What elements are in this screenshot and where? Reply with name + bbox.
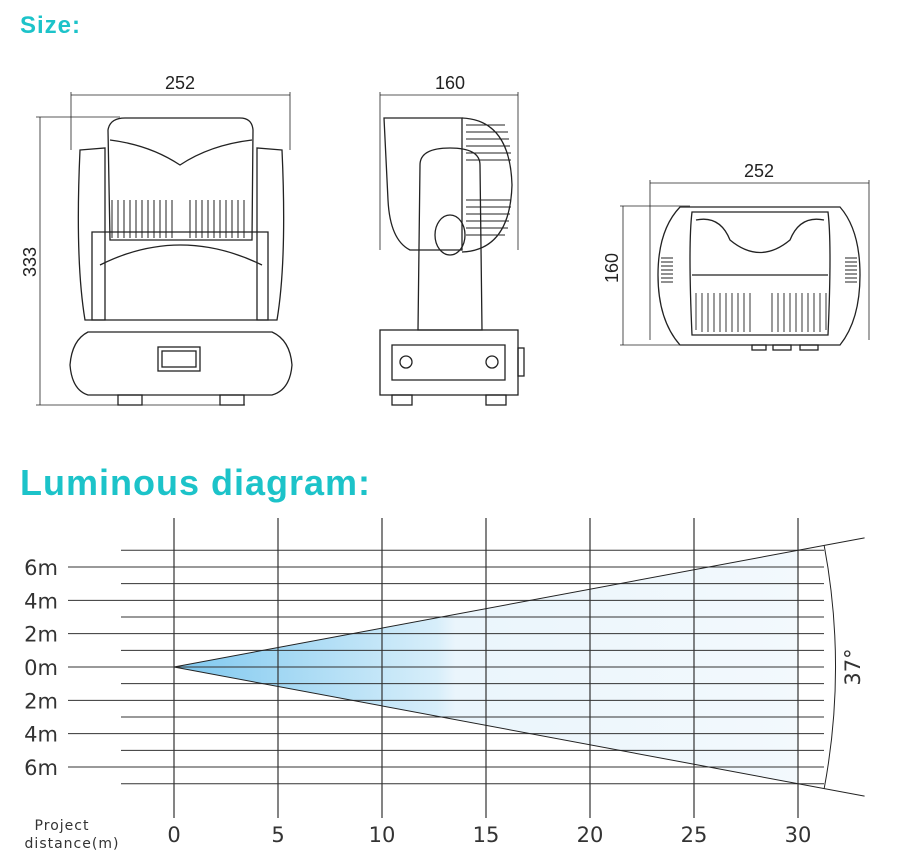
size-heading: Size: (20, 12, 82, 39)
side-depth-label: 160 (435, 73, 465, 93)
luminous-heading: Luminous diagram: (20, 462, 372, 503)
x-tick-label: 5 (271, 823, 284, 847)
x-axis-title-line1: Project (35, 818, 90, 834)
x-axis-title-line2: distance(m) (25, 836, 120, 852)
front-view-drawing (36, 92, 293, 406)
y-tick-label: 0m (24, 656, 58, 680)
beam-angle-label: 37° (841, 648, 865, 685)
top-view-drawing (620, 180, 870, 351)
y-tick-label: 4m (24, 723, 58, 747)
dimension-drawings: 252 333 160 252 160 (20, 73, 870, 406)
x-tick-label: 30 (785, 823, 812, 847)
x-tick-label: 25 (681, 823, 708, 847)
side-view-drawing (379, 92, 525, 406)
front-height-label: 333 (20, 247, 40, 277)
top-depth-label: 160 (602, 253, 622, 283)
angle-arc (823, 545, 836, 789)
x-tick-label: 20 (577, 823, 604, 847)
y-tick-label: 2m (24, 689, 58, 713)
top-width-label: 252 (744, 161, 774, 181)
x-tick-label: 10 (369, 823, 396, 847)
front-width-label: 252 (165, 73, 195, 93)
y-tick-label: 6m (24, 556, 58, 580)
x-tick-label: 0 (167, 823, 180, 847)
y-tick-label: 4m (24, 589, 58, 613)
beam-edge-upper (173, 537, 865, 668)
y-tick-label: 6m (24, 756, 58, 780)
beam-edge-lower (173, 666, 865, 797)
y-tick-label: 2m (24, 623, 58, 647)
x-tick-label: 15 (473, 823, 500, 847)
